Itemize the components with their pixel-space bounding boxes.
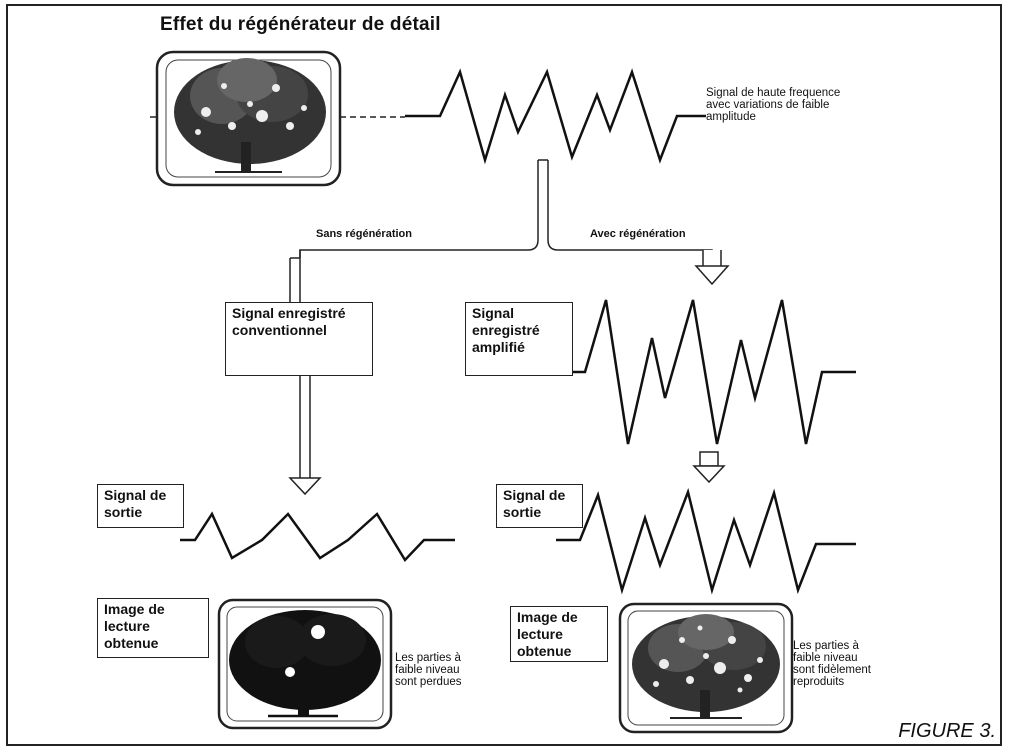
- left-output-tv-image: [217, 598, 393, 730]
- left-branch-arrow: [288, 250, 322, 496]
- left-output-waveform: [180, 511, 455, 563]
- conventional-signal-box: Signal enregistré conventionnel: [225, 302, 373, 376]
- diagram-title: Effet du régénérateur de détail: [160, 14, 441, 35]
- caption-lost: Les parties à faible niveau sont perdues: [395, 652, 462, 688]
- branch-right-label: Avec régénération: [590, 228, 686, 240]
- input-tv-image: [155, 50, 342, 187]
- right-branch-arrow: [694, 250, 730, 286]
- right-image-box: Image de lecture obtenue: [510, 606, 608, 662]
- input-waveform: [405, 68, 706, 165]
- left-output-signal-box: Signal de sortie: [97, 484, 184, 528]
- right-output-tv-image: [618, 602, 794, 734]
- right-output-signal-box: Signal de sortie: [496, 484, 583, 528]
- diagram-frame: [6, 4, 1002, 746]
- left-image-box: Image de lecture obtenue: [97, 598, 209, 658]
- figure-label: FIGURE 3.: [898, 720, 996, 742]
- right-output-waveform: [556, 487, 856, 595]
- branch-left-label: Sans régénération: [316, 228, 412, 240]
- amplified-signal-box: Signal enregistré amplifié: [465, 302, 573, 376]
- input-signal-caption: Signal de haute frequence avec variation…: [706, 87, 841, 123]
- amplified-waveform: [548, 299, 856, 445]
- caption-reproduced: Les parties à faible niveau sont fidèlem…: [793, 640, 871, 688]
- split-arrow: [299, 159, 713, 262]
- right-mid-arrow: [692, 451, 726, 484]
